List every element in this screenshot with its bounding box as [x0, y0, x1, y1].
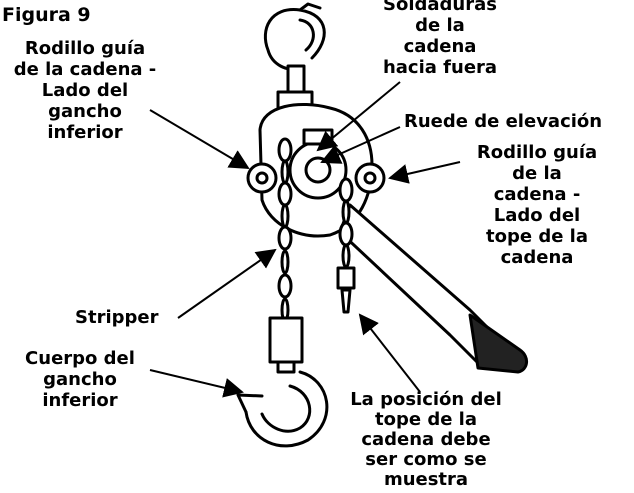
- lever-handle-icon: [338, 203, 528, 374]
- lower-hook-block-icon: [268, 316, 304, 374]
- top-hook-icon: [263, 2, 326, 114]
- right-chain-icon: [336, 177, 356, 314]
- label-lift-wheel: Ruede de elevación: [404, 111, 603, 132]
- label-guide-roller-chain-stop: Rodillo guía de la cadena - Lado del top…: [476, 142, 598, 268]
- leader-welds: [316, 81, 401, 152]
- guide-roller-left-icon: [246, 162, 278, 194]
- label-chain-stop-position: La posición del tope de la cadena debe s…: [350, 389, 502, 490]
- label-chain-welds: Soldaduras de la cadena hacia fuera: [382, 0, 498, 78]
- leader-stop-position: [358, 313, 421, 393]
- leader-guide-roller-lower: [149, 109, 250, 170]
- guide-roller-right-icon: [354, 162, 386, 194]
- leader-guide-roller-stop: [388, 161, 461, 184]
- left-chain-icon: [277, 137, 293, 323]
- label-guide-roller-lower-hook: Rodillo guía de la cadena - Lado del gan…: [13, 38, 157, 143]
- label-stripper: Stripper: [75, 307, 159, 328]
- label-lower-hook-body: Cuerpo del gancho inferior: [25, 348, 135, 411]
- leader-lift-wheel: [320, 126, 401, 164]
- figure-label: Figura 9: [2, 4, 91, 26]
- leader-stripper: [177, 248, 277, 319]
- leader-lower-hook-body: [149, 369, 244, 398]
- lower-hook-icon: [236, 370, 329, 448]
